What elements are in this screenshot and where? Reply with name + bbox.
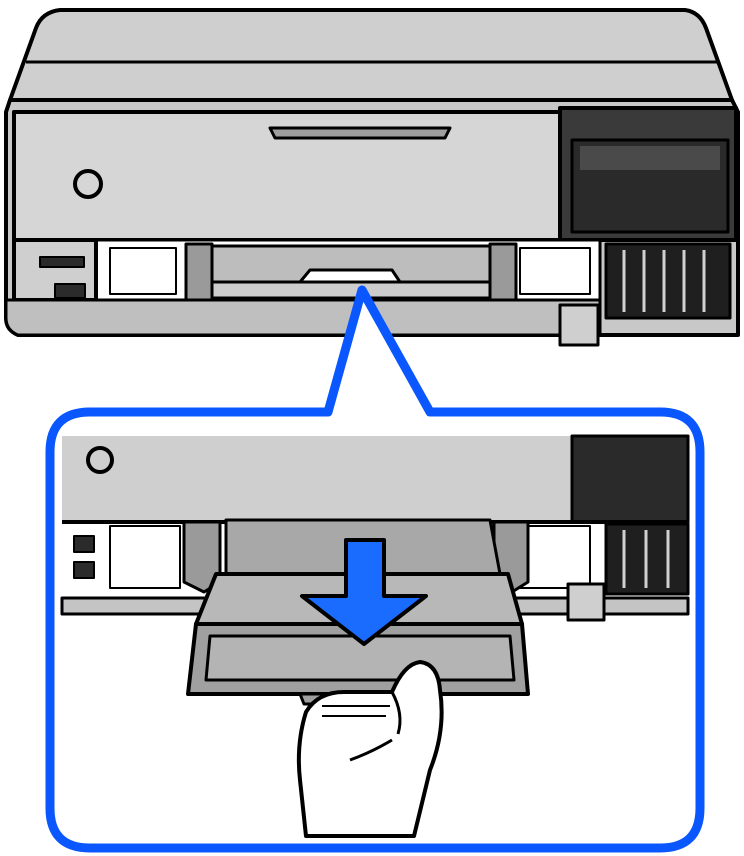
control-panel — [572, 436, 688, 522]
power-button-icon — [88, 448, 112, 472]
printer-lid — [10, 10, 732, 100]
ink-tanks — [606, 244, 730, 318]
ink-tanks — [606, 524, 688, 594]
callout — [50, 290, 700, 848]
printer-overview — [6, 10, 738, 345]
power-button-icon — [75, 171, 101, 197]
